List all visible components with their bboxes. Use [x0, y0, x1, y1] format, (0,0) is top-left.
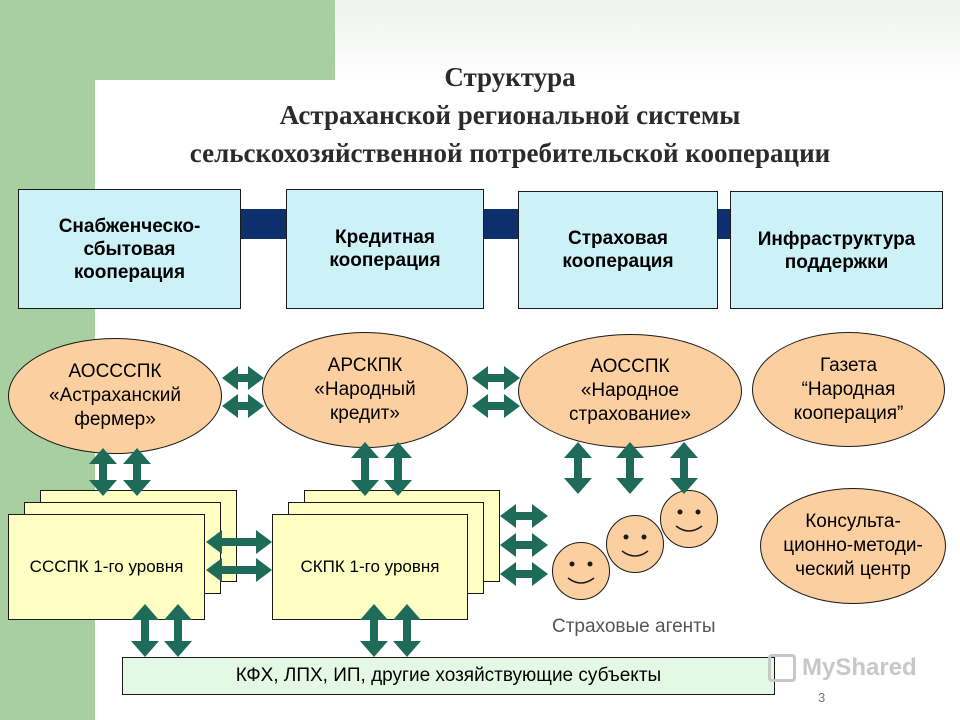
ellipse-line: «Астраханский: [49, 385, 181, 406]
ellipse-astrakhan-farmer: АОСССПК «Астраханский фермер»: [8, 338, 222, 454]
bottom-entities-bar: КФХ, ЛПХ, ИП, другие хозяйствующие субъе…: [122, 657, 775, 695]
ellipse-line: Газета: [819, 354, 878, 376]
box-label-line: Инфраструктура: [757, 229, 916, 250]
double-arrow-icon: [472, 394, 520, 418]
connector-3-4: [716, 209, 732, 239]
bottom-bar-label: КФХ, ЛПХ, ИП, другие хозяйствующие субъе…: [235, 665, 662, 686]
smiley-face-icon: [552, 542, 610, 600]
ellipse-line: ционно-методи-: [783, 535, 923, 556]
double-arrow-icon: [360, 604, 388, 657]
double-arrow-icon: [616, 442, 644, 494]
double-arrow-icon: [131, 604, 159, 657]
ellipse-line: “Народная: [801, 378, 896, 400]
box-label-line: кооперация: [73, 261, 186, 283]
double-arrow-icon: [500, 533, 548, 557]
connector-1-2: [240, 209, 288, 239]
ellipse-line: АОСССПК: [68, 361, 162, 382]
box-label-line: кооперация: [562, 251, 674, 272]
title-line-1: Структура: [444, 62, 576, 92]
double-arrow-icon: [500, 562, 548, 586]
box-label-line: поддержки: [784, 252, 889, 273]
doc-label: СКПК 1-го уровня: [300, 557, 440, 576]
ellipse-line: АРСКПК: [327, 355, 403, 376]
double-arrow-icon: [500, 504, 548, 528]
double-arrow-icon: [222, 366, 264, 390]
double-arrow-icon: [384, 442, 412, 496]
presentation-icon: [768, 654, 796, 682]
myshared-logo: MyShared: [768, 654, 917, 682]
ellipse-people-insurance: АОССПК «Народное страхование»: [518, 334, 742, 448]
top-green-band: [0, 0, 335, 80]
double-arrow-icon: [222, 394, 264, 418]
title-line-2: Астраханской региональной системы: [279, 100, 741, 130]
box-support-infrastructure: Инфраструктура поддержки: [730, 191, 943, 309]
doc-sspk-level1: СССПК 1-го уровня: [8, 514, 205, 620]
ellipse-line: кооперация”: [793, 402, 904, 424]
box-label-line: кооперация: [329, 250, 441, 271]
doc-label: СССПК 1-го уровня: [29, 557, 184, 576]
box-label-line: сбытовая: [83, 238, 176, 260]
logo-text: MyShared: [802, 654, 917, 681]
top-gradient: [335, 0, 960, 80]
page-title: Структура Астраханской региональной сист…: [100, 58, 920, 172]
ellipse-people-credit: АРСКПК «Народный кредит»: [262, 332, 468, 448]
box-label-line: Страховая: [568, 228, 668, 249]
ellipse-line: Консульта-: [805, 511, 901, 532]
ellipse-newspaper: Газета “Народная кооперация”: [752, 332, 945, 447]
ellipse-line: ческий центр: [795, 559, 911, 580]
ellipse-line: кредит»: [329, 403, 400, 424]
box-credit-cooperation: Кредитная кооперация: [286, 189, 484, 309]
double-arrow-icon: [351, 442, 379, 496]
box-insurance-cooperation: Страховая кооперация: [518, 191, 718, 309]
ellipse-line: АОССПК: [590, 356, 670, 377]
box-label-line: Кредитная: [335, 227, 435, 248]
ellipse-line: фермер»: [74, 409, 156, 430]
double-arrow-icon: [472, 366, 520, 390]
smiley-face-icon: [660, 490, 718, 548]
insurance-agents-label: Страховые агенты: [552, 616, 716, 637]
ellipse-consulting-center: Консульта- ционно-методи- ческий центр: [760, 488, 946, 604]
double-arrow-icon: [164, 604, 192, 657]
box-label-line: Снабженческо-: [58, 215, 201, 237]
double-arrow-icon: [393, 604, 421, 657]
title-line-3: сельскохозяйственной потребительской коо…: [189, 138, 831, 168]
box-supply-cooperation: Снабженческо- сбытовая кооперация: [18, 189, 241, 309]
doc-skpk-level1: СКПК 1-го уровня: [272, 514, 468, 620]
ellipse-line: «Народное: [580, 380, 680, 401]
double-arrow-icon: [670, 442, 698, 494]
ellipse-line: страхование»: [569, 404, 691, 425]
ellipse-line: «Народный: [314, 379, 416, 400]
double-arrow-icon: [89, 448, 117, 496]
connector-2-3: [482, 209, 520, 239]
page-number: 3: [818, 690, 826, 705]
double-arrow-icon: [564, 442, 592, 494]
smiley-face-icon: [606, 515, 664, 573]
double-arrow-icon: [206, 530, 272, 554]
double-arrow-icon: [206, 558, 272, 582]
double-arrow-icon: [123, 448, 151, 496]
